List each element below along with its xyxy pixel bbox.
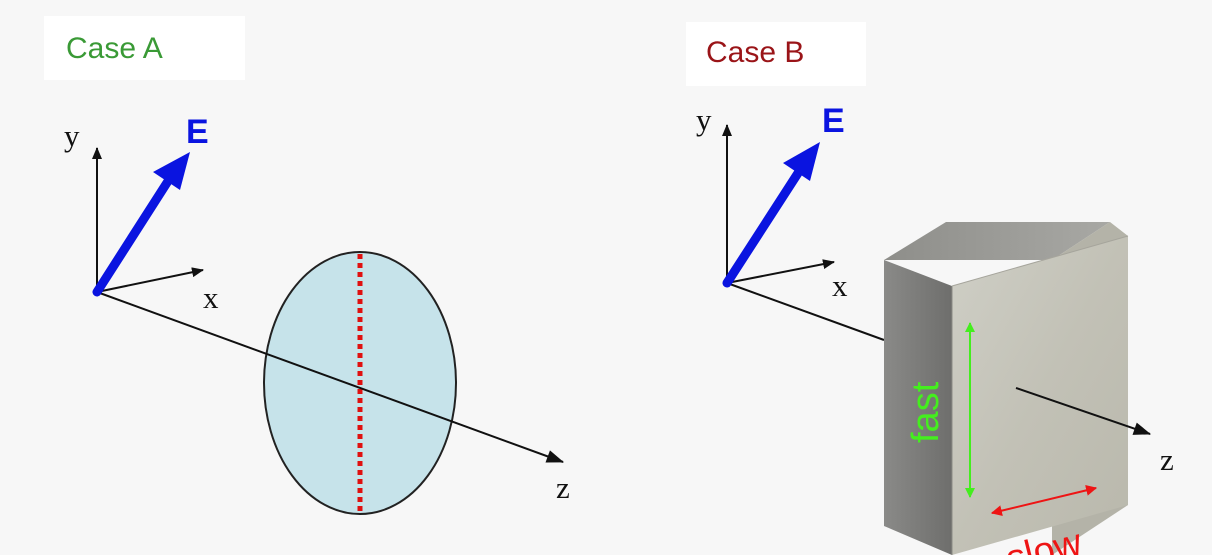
case-a-z-axis [96,291,565,463]
case-a-e-label: E [186,113,209,151]
case-b-e-vector-shaft [722,165,805,288]
case-b-title: Case B [706,36,805,69]
case-a-z-label: z [556,470,570,505]
case-b-y-label: y [696,102,712,137]
case-b-e-label: E [822,102,845,140]
case-a-title-box: Case A [44,16,245,80]
case-b-z-axis [1015,387,1152,435]
slow-axis-arrow [990,484,1098,517]
case-a-diagram: y x z E [64,113,570,515]
case-b-z-axis-front [726,282,885,341]
case-b-x-axis [726,259,835,284]
crystal-top-edge [951,235,1129,287]
fast-label: fast [905,381,947,443]
case-b-x-label: x [832,268,848,303]
case-b-title-box: Case B [686,22,866,86]
case-a-y-label: y [64,118,80,153]
case-a-title: Case A [66,32,163,65]
case-b-z-label: z [1160,442,1174,477]
case-b-diagram: y x z fast slow [696,102,1174,555]
case-b-e-vector-head [783,142,820,181]
case-a-x-label: x [203,280,219,315]
case-a-x-axis [96,267,204,293]
crystal-side-face [884,260,952,555]
case-a-e-vector-head [153,152,190,190]
crystal-top-face [884,222,1110,260]
case-a-e-vector-shaft [92,173,175,297]
